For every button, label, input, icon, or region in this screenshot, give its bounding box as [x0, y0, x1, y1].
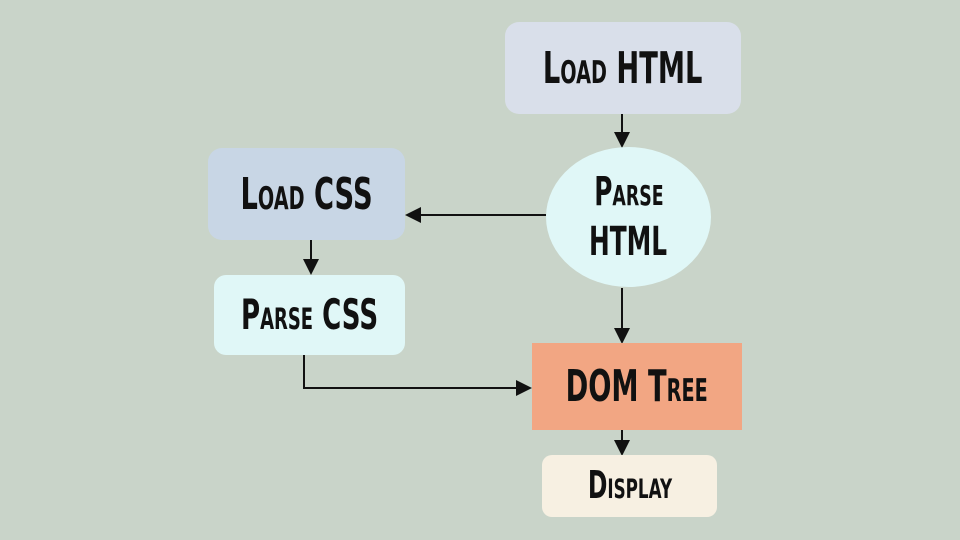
display-label: Display — [587, 463, 672, 508]
dom-tree-node: DOM Tree — [532, 343, 742, 430]
display-node: Display — [542, 455, 717, 517]
load-css-label: Load CSS — [240, 168, 373, 220]
parse-css-label: Parse CSS — [240, 289, 379, 339]
load-html-label: Load HTML — [543, 42, 703, 94]
load-html-node: Load HTML — [505, 22, 741, 114]
parse-html-label-line2: HTML — [589, 219, 668, 265]
load-css-node: Load CSS — [208, 148, 405, 240]
parse-css-node: Parse CSS — [214, 275, 405, 355]
dom-tree-label: DOM Tree — [565, 361, 709, 412]
parse-html-label-line1: Parse — [593, 169, 664, 215]
arrow-parse-css-to-dom-tree — [303, 355, 532, 396]
parse-html-node: Parse HTML — [546, 147, 711, 287]
